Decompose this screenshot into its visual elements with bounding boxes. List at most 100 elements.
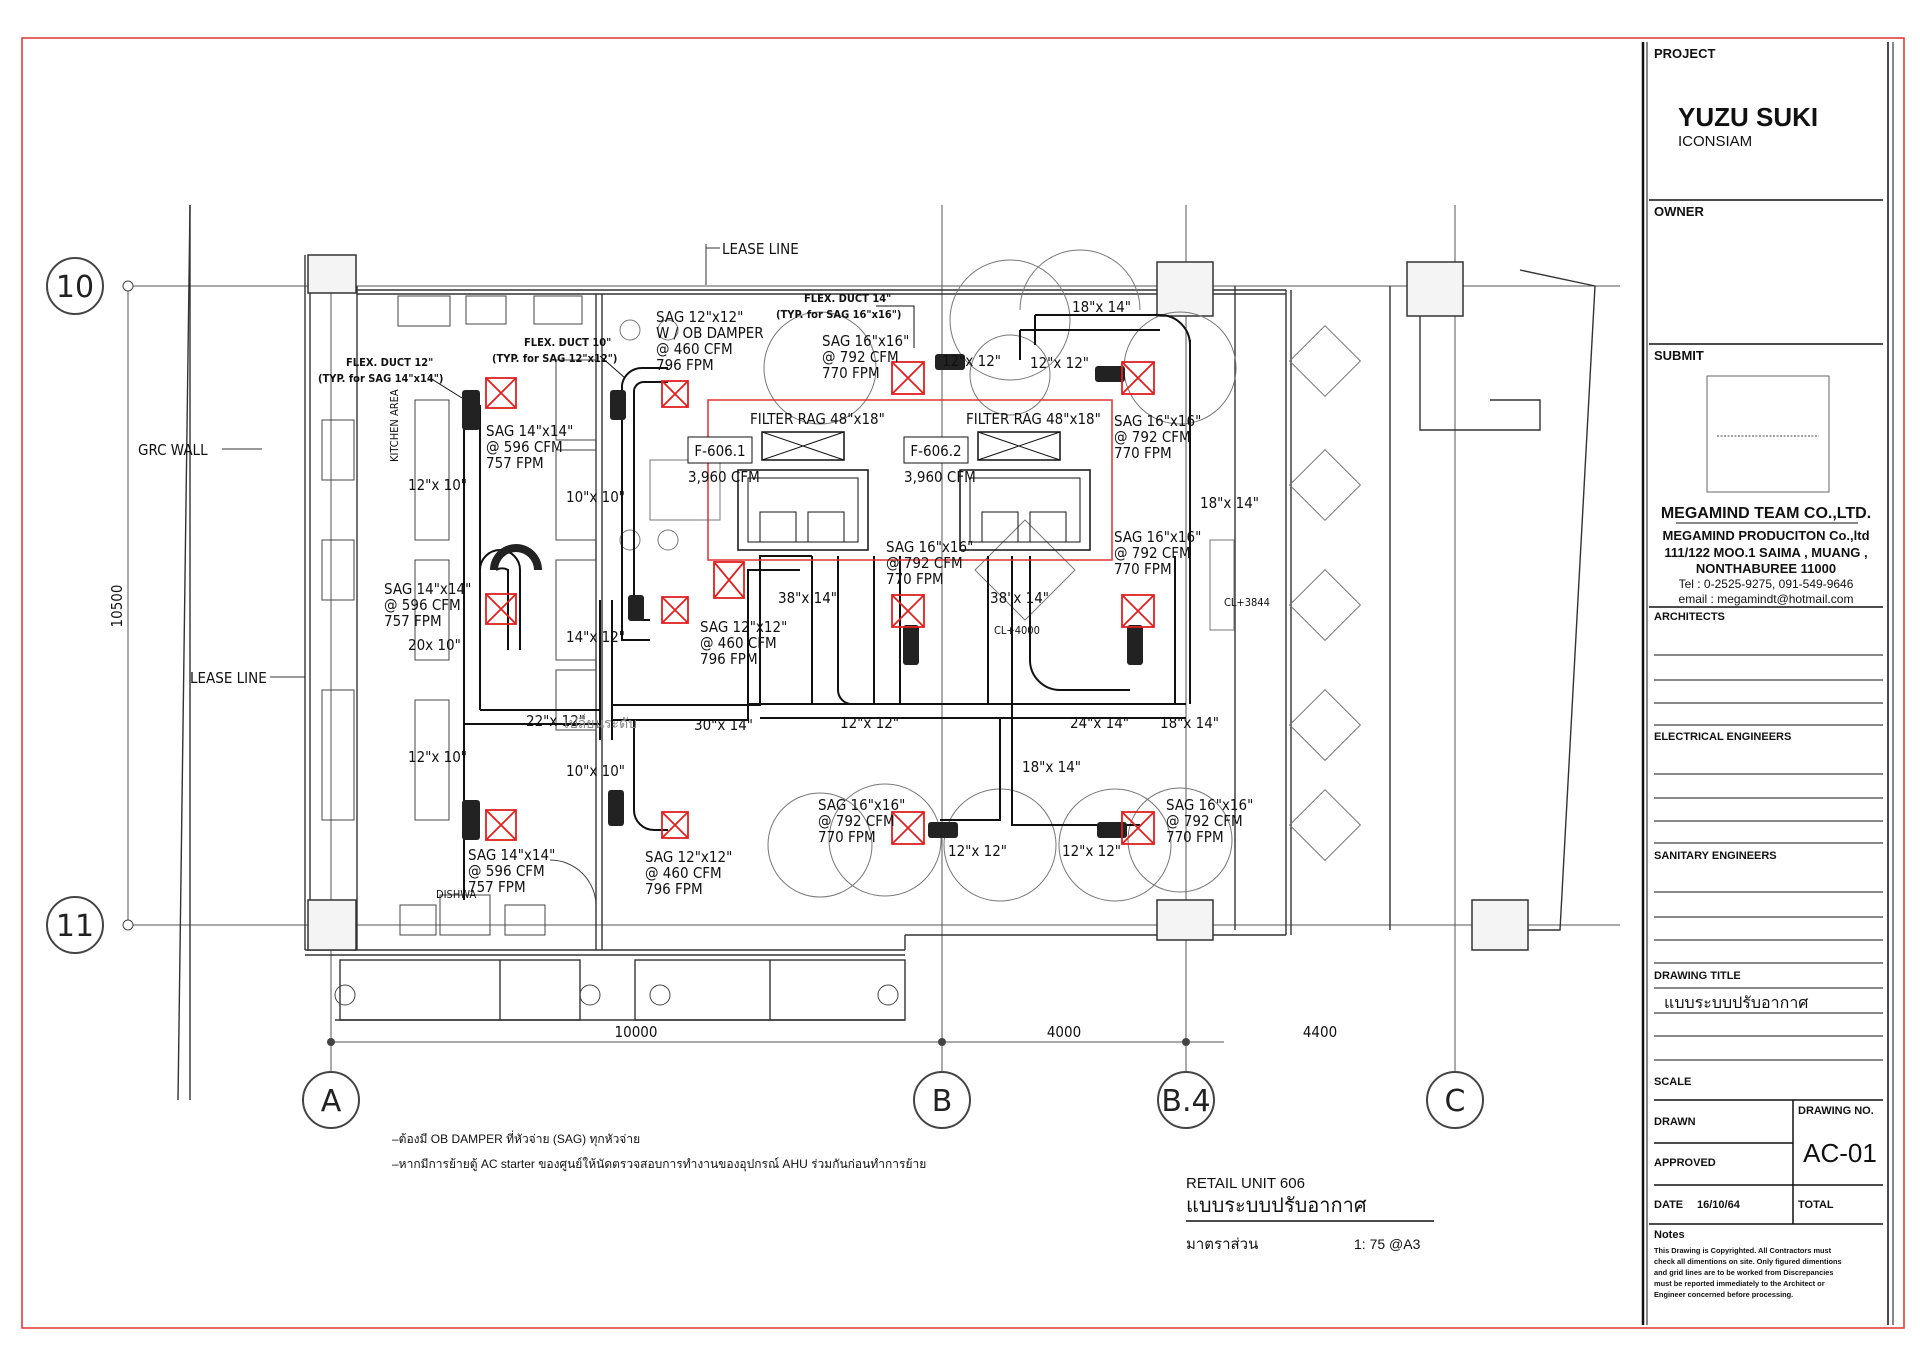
grid-label-col-a: A bbox=[321, 1084, 342, 1119]
sag-d6-line-2: @ 792 CFM bbox=[1166, 812, 1243, 830]
submit-label: SUBMIT bbox=[1654, 348, 1704, 363]
drawing-title-label: DRAWING TITLE bbox=[1654, 970, 1741, 982]
diffuser-m3 bbox=[661, 811, 689, 839]
duct-12x12-d: 12"x 12" bbox=[948, 842, 1007, 860]
electrical-label: ELECTRICAL ENGINEERS bbox=[1654, 731, 1791, 743]
total-label: TOTAL bbox=[1798, 1199, 1834, 1211]
general-note-2: –หากมีการย้ายตู้ AC starter ของศูนย์ให้น… bbox=[392, 1157, 926, 1172]
sag-d5-line-3: 770 FPM bbox=[818, 828, 876, 846]
grc-wall-label: GRC WALL bbox=[138, 441, 208, 459]
diffuser-symbols bbox=[485, 361, 1155, 845]
ahu-2-tag-box bbox=[903, 436, 969, 464]
diffuser-d2 bbox=[1121, 361, 1155, 395]
flex-duct-callouts: FLEX. DUCT 12" (TYP. for SAG 14"x14") FL… bbox=[318, 292, 915, 399]
sag-d4-line-1: SAG 16"x16" bbox=[1114, 528, 1201, 546]
duct-10x10-b: 10"x 10" bbox=[566, 762, 625, 780]
sag-m2-line-1: SAG 12"x12" bbox=[700, 618, 787, 636]
project-label: PROJECT bbox=[1654, 46, 1715, 61]
kitchen-area-label: KITCHEN AREA bbox=[388, 389, 401, 462]
grid-label-row-10: 10 bbox=[56, 270, 94, 305]
sag-d2-line-2: @ 792 CFM bbox=[1114, 428, 1191, 446]
sag-d6-line-1: SAG 16"x16" bbox=[1166, 796, 1253, 814]
flex-ducts bbox=[462, 354, 1143, 840]
sag-m1-line-4: 796 FPM bbox=[656, 356, 714, 374]
sag-d4-line-3: 770 FPM bbox=[1114, 560, 1172, 578]
flex-10-line-2: (TYP. for SAG 12"x12") bbox=[492, 352, 617, 365]
diffuser-d4 bbox=[1121, 594, 1155, 628]
sag-m2-line-2: @ 460 CFM bbox=[700, 634, 777, 652]
grid-label-col-b4: B.4 bbox=[1161, 1084, 1210, 1119]
project-name: YUZU SUKI bbox=[1678, 102, 1818, 132]
duct-12x12-a: 12"x 12" bbox=[942, 352, 1001, 370]
diffuser-k2 bbox=[485, 593, 517, 625]
duct-size-labels: 12"x 10" 12"x 10" 20x 10" 10"x 10" 10"x … bbox=[408, 298, 1259, 860]
dim-10000: 10000 bbox=[615, 1023, 658, 1041]
duct-18x14-a: 18"x 14" bbox=[1072, 298, 1131, 316]
sag-d4-line-2: @ 792 CFM bbox=[1114, 544, 1191, 562]
dimension-ticks bbox=[122, 280, 1190, 1046]
duct-12x12-e: 12"x 12" bbox=[1062, 842, 1121, 860]
grid-label-row-11: 11 bbox=[56, 909, 94, 944]
sag-m3-line-1: SAG 12"x12" bbox=[645, 848, 732, 866]
grid-bubble-col-b4: B.4 bbox=[1157, 1071, 1215, 1129]
ahu-2-cfm: 3,960 CFM bbox=[904, 468, 976, 486]
duct-14x12: 14"x 12" bbox=[566, 628, 625, 646]
diffuser-d6 bbox=[1121, 811, 1155, 845]
flex-12-line-2: (TYP. for SAG 14"x14") bbox=[318, 372, 443, 385]
sag-d6-line-3: 770 FPM bbox=[1166, 828, 1224, 846]
duct-18x14-b: 18"x 14" bbox=[1200, 494, 1259, 512]
caption-scale-value: 1: 75 @A3 bbox=[1354, 1236, 1421, 1252]
sag-d5-line-1: SAG 16"x16" bbox=[818, 796, 905, 814]
sag-m3-line-3: 796 FPM bbox=[645, 880, 703, 898]
architects-label: ARCHITECTS bbox=[1654, 611, 1725, 623]
company-line-2: 111/122 MOO.1 SAIMA , MUANG , bbox=[1664, 545, 1867, 560]
sag-k1-line-1: SAG 14"x14" bbox=[486, 422, 573, 440]
building-outline bbox=[177, 204, 1596, 1101]
flex-14-line-1: FLEX. DUCT 14" bbox=[804, 292, 891, 305]
owner-label: OWNER bbox=[1654, 204, 1704, 219]
sag-m1-line-1: SAG 12"x12" bbox=[656, 308, 743, 326]
duct-12x10-b: 12"x 10" bbox=[408, 748, 467, 766]
duct-12x12-c: 12"x 12" bbox=[840, 714, 899, 732]
grid-bubble-col-a: A bbox=[302, 1071, 360, 1129]
grid-label-col-c: C bbox=[1445, 1084, 1466, 1119]
dim-10500: 10500 bbox=[108, 585, 126, 628]
sag-k3-line-2: @ 596 CFM bbox=[468, 862, 545, 880]
flex-14-line-2: (TYP. for SAG 16"x16") bbox=[776, 308, 901, 321]
duct-12x10-a: 12"x 10" bbox=[408, 476, 467, 494]
sag-m1-line-2: W / OB DAMPER bbox=[656, 324, 764, 342]
caption-title: แบบระบบปรับอากาศ bbox=[1186, 1195, 1367, 1217]
grid-bubble-col-c: C bbox=[1426, 1071, 1484, 1129]
diffuser-m2 bbox=[661, 596, 689, 624]
sag-d1-line-2: @ 792 CFM bbox=[822, 348, 899, 366]
sag-k2-line-3: 757 FPM bbox=[384, 612, 442, 630]
sag-k3-line-3: 757 FPM bbox=[468, 878, 526, 896]
cl-3844-label: CL+3844 bbox=[1224, 596, 1270, 609]
ahu-1-tag-box bbox=[687, 436, 753, 464]
dim-4000: 4000 bbox=[1047, 1023, 1081, 1041]
duct-18x14-c: 18"x 14" bbox=[1160, 714, 1219, 732]
sag-m1-line-3: @ 460 CFM bbox=[656, 340, 733, 358]
diffuser-k1 bbox=[485, 377, 517, 409]
filter-1-label: FILTER RAG 48"x18" bbox=[750, 410, 885, 428]
structural-grid bbox=[127, 205, 1620, 1072]
duct-10x10-a: 10"x 10" bbox=[566, 488, 625, 506]
sheet-caption: RETAIL UNIT 606 แบบระบบปรับอากาศ มาตราส่… bbox=[1186, 1175, 1434, 1253]
diffuser-d5 bbox=[891, 811, 925, 845]
lease-line-left-label: LEASE LINE bbox=[190, 669, 267, 687]
sag-d1-line-3: 770 FPM bbox=[822, 364, 880, 382]
notes-line-4: must be reported immediately to the Arch… bbox=[1654, 1279, 1825, 1288]
diffuser-m1 bbox=[661, 380, 689, 408]
step-change-note: เปลี่ยนระดับ bbox=[564, 714, 637, 731]
ahu-1-tag: F-606.1 bbox=[694, 442, 745, 460]
diffuser-labels: SAG 14"x14" @ 596 CFM 757 FPM SAG 14"x14… bbox=[384, 308, 1253, 898]
sag-d2-line-3: 770 FPM bbox=[1114, 444, 1172, 462]
date-value: 16/10/64 bbox=[1697, 1199, 1741, 1211]
lease-line-top-label: LEASE LINE bbox=[722, 240, 799, 258]
sag-k3-line-1: SAG 14"x14" bbox=[468, 846, 555, 864]
diffuser-r1 bbox=[713, 561, 745, 599]
duct-38x14-a: 38"x 14" bbox=[778, 589, 837, 607]
ahu-zone-frame bbox=[707, 399, 1113, 561]
approved-label: APPROVED bbox=[1654, 1157, 1716, 1169]
